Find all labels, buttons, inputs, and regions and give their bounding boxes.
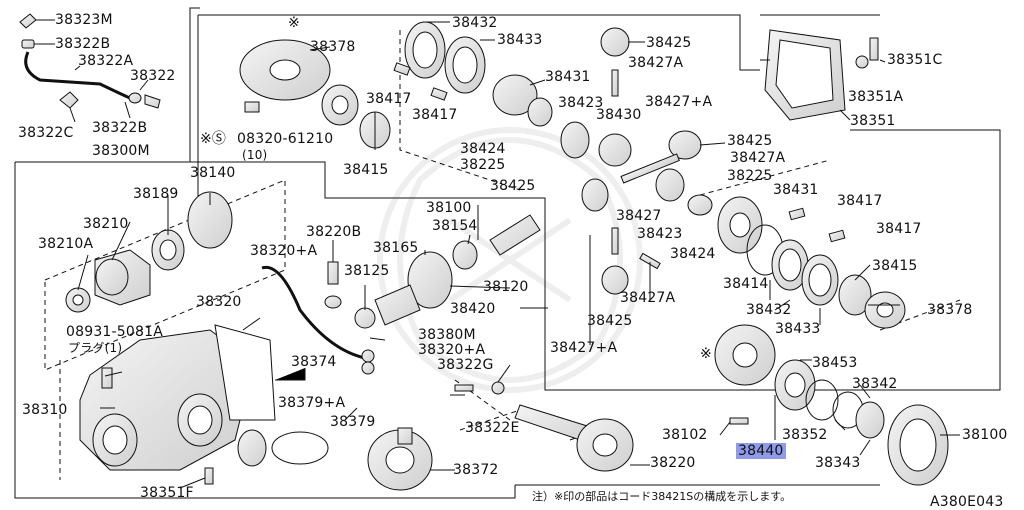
- part-label[interactable]: 38322C: [18, 125, 74, 141]
- part-label[interactable]: 38424: [670, 246, 716, 262]
- part-label[interactable]: 38351: [850, 113, 896, 129]
- footnote: 注）※印の部品はコード38421Sの構成を示します。: [532, 490, 792, 503]
- quantity-label: (10): [242, 148, 268, 162]
- part-label[interactable]: 38417: [876, 221, 922, 237]
- part-label[interactable]: 38414: [723, 276, 769, 292]
- part-label[interactable]: 38427: [616, 208, 662, 224]
- part-label[interactable]: 38351A: [848, 89, 904, 105]
- part-label[interactable]: 38322B: [92, 120, 148, 136]
- part-label[interactable]: 38154: [432, 218, 478, 234]
- part-label[interactable]: 38352: [782, 427, 828, 443]
- part-label[interactable]: 38427+A: [550, 340, 618, 356]
- diagram-id: A380E043: [930, 494, 1004, 510]
- part-label[interactable]: 38120: [483, 279, 529, 295]
- part-label[interactable]: 38100: [426, 200, 472, 216]
- part-label[interactable]: 38100: [962, 427, 1008, 443]
- part-label[interactable]: 38351C: [887, 52, 943, 68]
- part-label[interactable]: 38225: [727, 168, 773, 184]
- part-label[interactable]: 38320+A: [250, 243, 318, 259]
- part-label[interactable]: 38379: [330, 414, 376, 430]
- part-label[interactable]: 38140: [190, 165, 236, 181]
- part-label[interactable]: 38322B: [55, 36, 111, 52]
- part-label[interactable]: 38433: [497, 32, 543, 48]
- part-label[interactable]: 38415: [872, 258, 918, 274]
- parts: [19, 13, 949, 491]
- part-label[interactable]: 38425: [587, 313, 633, 329]
- part-label[interactable]: 38378: [927, 302, 973, 318]
- part-label[interactable]: 38374: [291, 354, 337, 370]
- plug-note: プラグ(1): [68, 341, 123, 355]
- part-label[interactable]: 38425: [646, 35, 692, 51]
- part-label[interactable]: 38425: [727, 133, 773, 149]
- part-label[interactable]: 38417: [412, 107, 458, 123]
- part-label[interactable]: 38423: [558, 95, 604, 111]
- part-label[interactable]: 38320+A: [418, 342, 486, 358]
- part-label[interactable]: 38423: [637, 226, 683, 242]
- part-label[interactable]: 38430: [596, 107, 642, 123]
- part-label[interactable]: 38322A: [78, 53, 134, 69]
- part-label[interactable]: 38310: [22, 402, 68, 418]
- part-label[interactable]: 38431: [773, 182, 819, 198]
- part-label[interactable]: 38210: [83, 216, 129, 232]
- star-mark: ※: [700, 346, 712, 362]
- part-label[interactable]: 38323M: [55, 12, 113, 28]
- part-label[interactable]: 38220B: [306, 224, 362, 240]
- part-label[interactable]: 38425: [490, 178, 536, 194]
- part-label[interactable]: 38378: [310, 39, 356, 55]
- part-label[interactable]: 38220: [650, 455, 696, 471]
- part-label[interactable]: 38431: [545, 69, 591, 85]
- part-label[interactable]: 38343: [815, 455, 861, 471]
- part-label[interactable]: 38225: [460, 157, 506, 173]
- part-label[interactable]: 38417: [837, 193, 883, 209]
- part-label[interactable]: 38379+A: [278, 395, 346, 411]
- part-label[interactable]: 38165: [373, 240, 419, 256]
- part-label[interactable]: 38125: [344, 263, 390, 279]
- part-label[interactable]: 38380M: [418, 327, 476, 343]
- part-label[interactable]: 38342: [852, 376, 898, 392]
- part-label[interactable]: 38102: [662, 427, 708, 443]
- part-label[interactable]: 38420: [450, 301, 496, 317]
- part-label[interactable]: 38424: [460, 141, 506, 157]
- part-label[interactable]: 08931-5081A: [66, 324, 163, 340]
- part-label[interactable]: 38210A: [38, 236, 94, 252]
- part-label[interactable]: 38322E: [465, 420, 520, 436]
- part-label[interactable]: 38432: [746, 302, 792, 318]
- highlighted-part-label[interactable]: 38440: [736, 443, 786, 459]
- part-label[interactable]: 38427A: [620, 290, 676, 306]
- part-label[interactable]: 38351F: [140, 485, 194, 501]
- part-label[interactable]: 38427A: [730, 150, 786, 166]
- part-label[interactable]: 38415: [343, 162, 389, 178]
- part-label[interactable]: 38417: [366, 91, 412, 107]
- part-label[interactable]: 38322G: [437, 357, 494, 373]
- part-label[interactable]: 38320: [196, 294, 242, 310]
- star-mark: ※: [288, 15, 300, 31]
- part-label[interactable]: 38427+A: [645, 94, 713, 110]
- part-label[interactable]: 38432: [452, 15, 498, 31]
- part-label[interactable]: 38427A: [628, 55, 684, 71]
- part-label[interactable]: 08320-61210: [237, 131, 334, 147]
- part-label[interactable]: 38372: [453, 462, 499, 478]
- leader-lines: [34, 19, 960, 489]
- part-label[interactable]: 38189: [133, 186, 179, 202]
- part-label[interactable]: 38322: [130, 68, 176, 84]
- part-label[interactable]: 38453: [812, 355, 858, 371]
- part-label[interactable]: 38433: [775, 321, 821, 337]
- part-label[interactable]: 38300M: [92, 143, 150, 159]
- star-s-mark: ※Ⓢ: [200, 131, 227, 147]
